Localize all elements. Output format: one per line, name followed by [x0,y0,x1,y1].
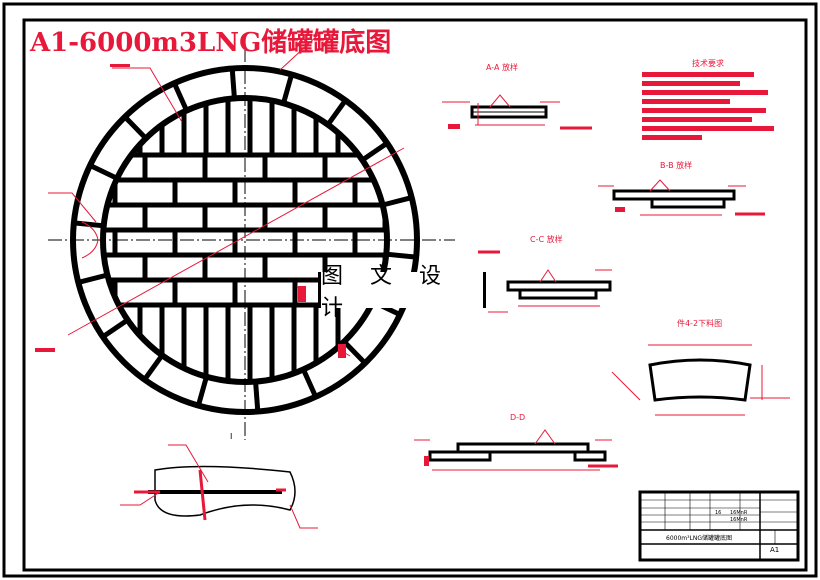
section-bb [598,179,765,216]
piece-4-2-caption: 件4-2下料图 [677,319,723,328]
title-block-cell-b: 16MnR [730,510,748,516]
section-dd-label: D-D [510,413,526,422]
annular-seam [386,251,417,260]
annular-seam [195,376,209,407]
piece-4-2-cutting-view [611,344,790,416]
detail-i-label: I [230,432,233,441]
annular-seam [360,141,389,163]
annular-seam [382,195,413,208]
section-aa [442,94,592,130]
annular-seam [73,220,104,229]
drawing-title: A1-6000m3LNG储罐罐底图 [30,28,392,58]
annular-seam [88,163,119,181]
tank-bottom-plan [35,34,455,440]
annular-seam [342,339,367,365]
section-bb-label: B-B 放样 [660,161,693,170]
annular-seam [172,82,189,112]
annular-seam [281,73,295,104]
section-aa-label: A-A 放样 [486,63,519,72]
title-block-drawing-name: 6000m³LNG储罐罐底图 [666,535,733,542]
title-block-cell-a: 16 [715,510,722,516]
annular-plate-seams [73,68,417,412]
title-block-sheet-size: A1 [770,546,780,554]
annular-seam [325,98,348,127]
title-block [638,490,800,562]
annular-seam [253,381,261,412]
section-cc [478,250,612,313]
inner-border [22,18,808,572]
section-cc-label: C-C 放样 [530,235,563,244]
watermark-box: 图 文 设 计 [318,264,486,321]
title-block-cell-c: 16MnR [730,517,748,523]
annular-seam [123,115,148,141]
annular-seam [101,317,130,339]
annular-seam [229,68,237,99]
annular-seam [142,353,165,382]
tech-requirements-redacted [642,72,774,140]
tech-requirements-title: 技术要求 [692,59,724,68]
annular-seam [77,272,108,285]
detail-i-view [120,444,318,529]
annular-seam [301,368,318,398]
section-dd [414,429,618,471]
